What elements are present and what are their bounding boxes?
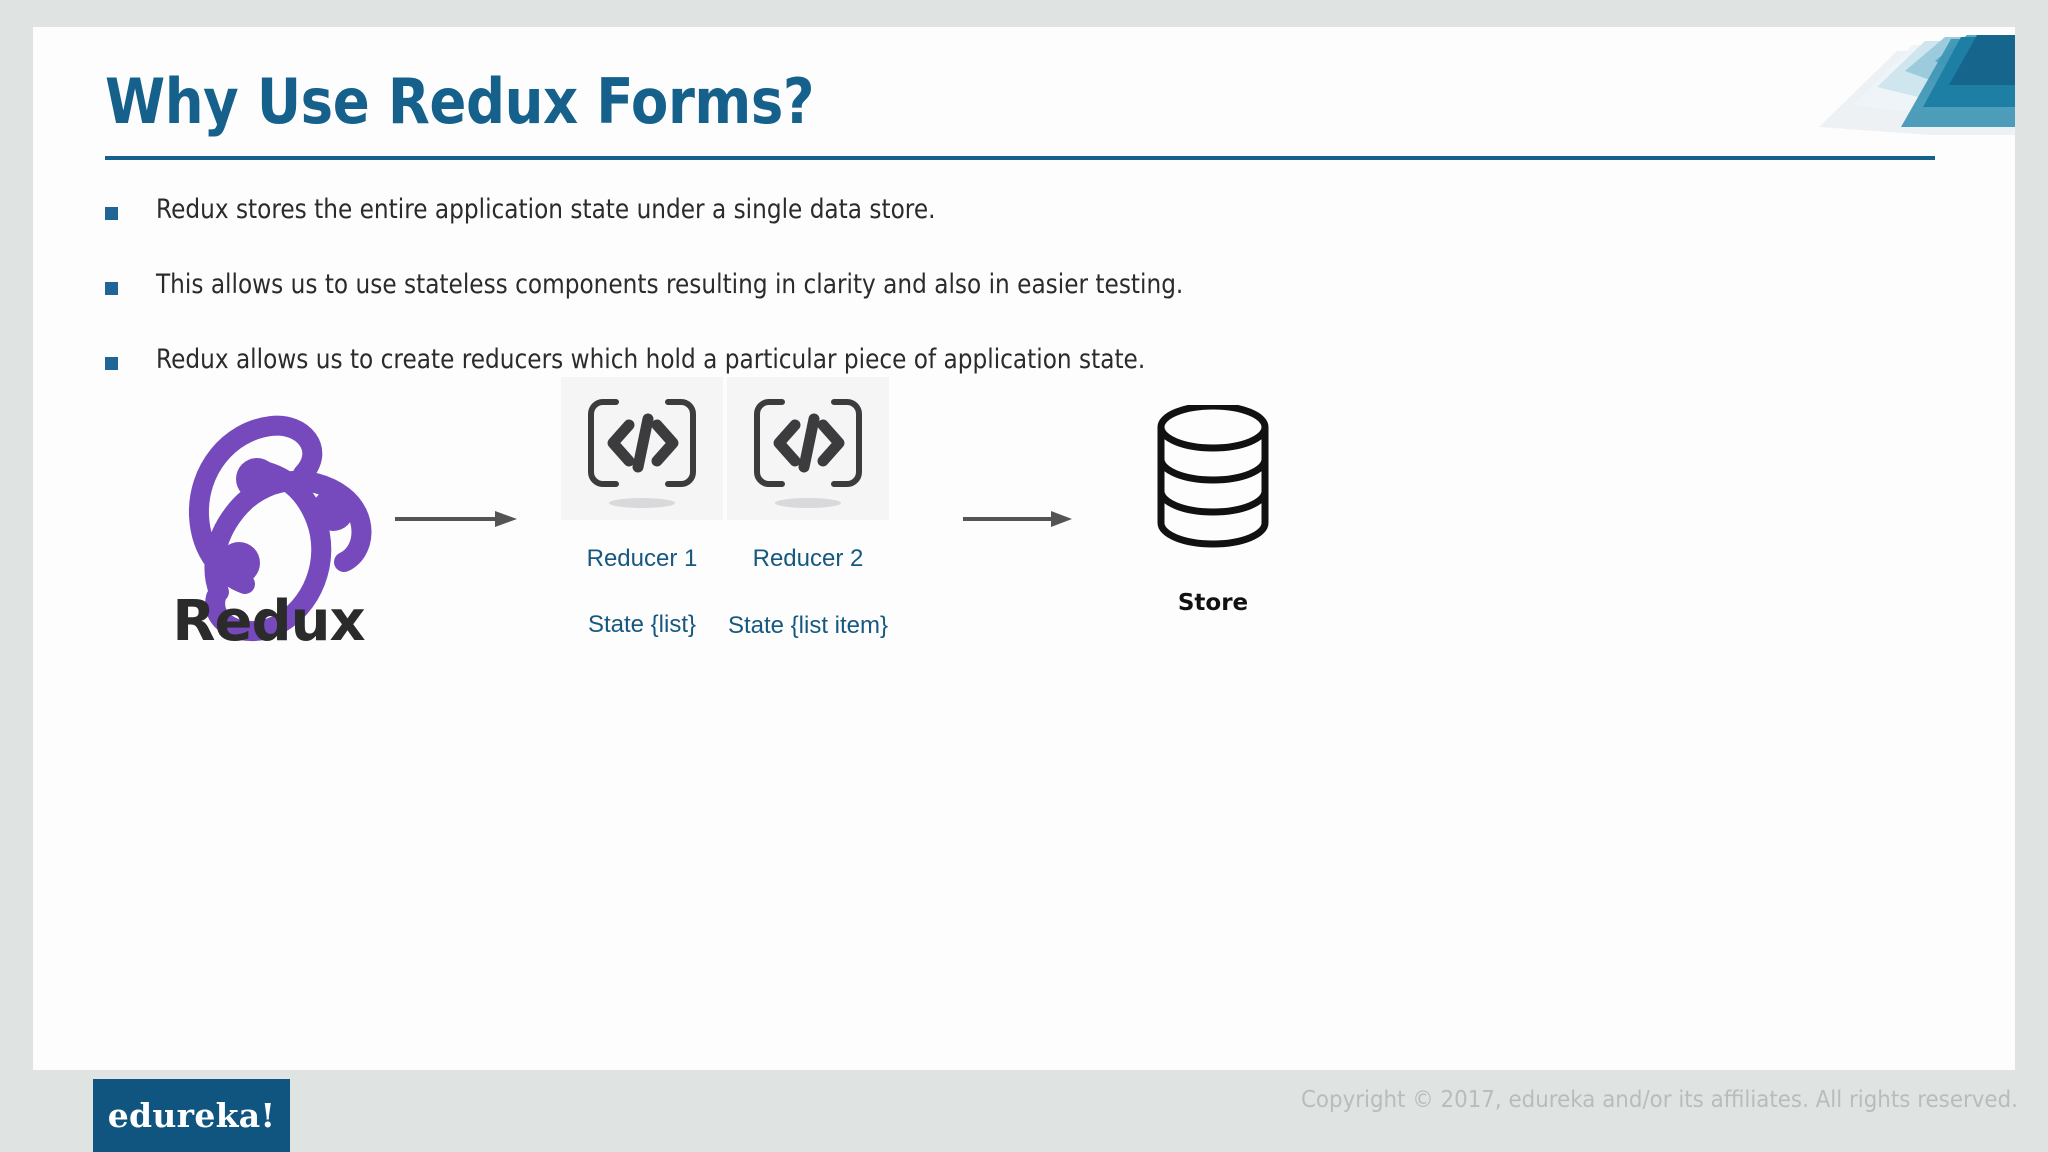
store-label: Store [1177, 590, 1249, 616]
bullet-text: This allows us to use stateless componen… [156, 269, 1184, 300]
reducer-tile [727, 377, 889, 520]
bullet-square-icon [105, 207, 118, 220]
bullet-square-icon [105, 282, 118, 295]
reducer-state-label: State {list} [587, 611, 697, 638]
reducer-column-1: Reducer 1 State {list} [561, 377, 723, 639]
list-item: This allows us to use stateless componen… [105, 268, 1945, 308]
edureka-logo-text: edureka! [107, 1096, 276, 1135]
page-title: Why Use Redux Forms? [105, 65, 815, 138]
list-item: Redux allows us to create reducers which… [105, 343, 1945, 383]
reducer-state-label: State {list item} [727, 612, 889, 639]
reducer-label: Reducer 1 [586, 545, 698, 572]
database-cylinder-icon [1157, 402, 1269, 548]
edureka-logo: edureka! [93, 1079, 290, 1152]
code-icon [754, 399, 862, 508]
reducer-tile [561, 377, 723, 520]
bullet-text: Redux allows us to create reducers which… [156, 344, 1146, 375]
arrow-reducers-to-store-icon [963, 511, 1072, 527]
reducer-column-2: Reducer 2 State {list item} [727, 377, 889, 640]
footer-copyright: Copyright © 2017, edureka and/or its aff… [1300, 1087, 2018, 1113]
arrow-logo-to-reducers-icon [395, 511, 517, 527]
bullet-text: Redux stores the entire application stat… [156, 194, 936, 225]
redux-wordmark: Redux [172, 589, 365, 654]
flow-diagram: Redux [33, 377, 2015, 937]
redux-logo-icon [188, 415, 372, 642]
store-group: Store [1098, 402, 1328, 616]
list-item: Redux stores the entire application stat… [105, 193, 1945, 233]
bullet-list: Redux stores the entire application stat… [105, 193, 1945, 418]
code-icon [588, 399, 696, 508]
title-underline-rule [105, 156, 1935, 161]
reducer-label: Reducer 2 [752, 545, 864, 572]
slide-canvas: Why Use Redux Forms? Redux stores the en… [33, 27, 2015, 1070]
title-block: Why Use Redux Forms? [105, 65, 1935, 161]
bullet-square-icon [105, 357, 118, 370]
